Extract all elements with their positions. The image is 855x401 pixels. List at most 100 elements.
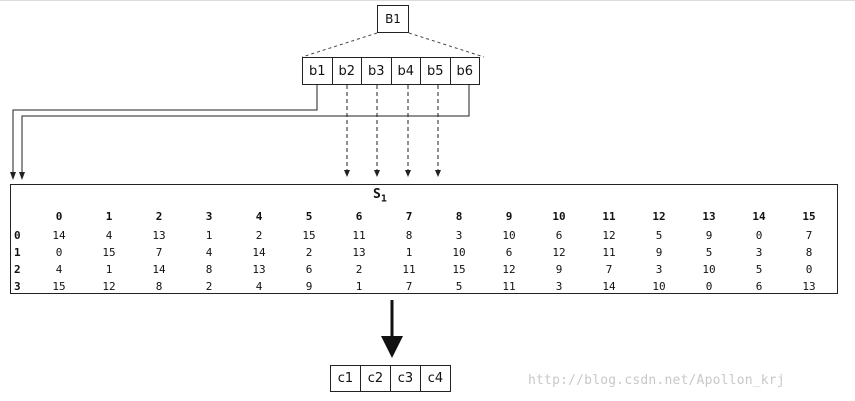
sbox-row-header: 2 — [14, 263, 21, 276]
sbox-cell: 11 — [402, 263, 416, 276]
sbox-cell: 5 — [655, 229, 663, 242]
sbox-title: S1 — [373, 187, 387, 205]
b5-arrowhead — [435, 170, 441, 177]
sbox-cell: 15 — [102, 246, 116, 259]
sbox-cell: 11 — [352, 229, 366, 242]
sbox-cell: 0 — [805, 263, 813, 276]
sbox-cell: 10 — [502, 229, 516, 242]
bit-cell: b4 — [390, 57, 421, 85]
sbox-cell: 13 — [252, 263, 266, 276]
sbox-title-subscript: 1 — [380, 193, 387, 205]
sbox-cell: 5 — [755, 263, 763, 276]
sbox-column-header: 0 — [55, 209, 63, 223]
sbox-column-header: 8 — [455, 209, 463, 223]
sbox-cell: 3 — [655, 263, 663, 276]
sbox-table-frame: S1 0 1 2 3 4 5 6 7 8 9 10 11 12 13 14 15 — [10, 184, 838, 294]
sbox-cell: 8 — [405, 229, 413, 242]
sbox-cell: 4 — [55, 263, 63, 276]
sbox-cell: 4 — [255, 280, 263, 293]
input-block-label: B1 — [385, 12, 401, 26]
sbox-cell: 9 — [555, 263, 563, 276]
bit-cell: b5 — [420, 57, 451, 85]
sbox-cell: 5 — [705, 246, 713, 259]
sbox-cell: 11 — [602, 246, 616, 259]
sbox-cell: 2 — [255, 229, 263, 242]
output-cell: c3 — [390, 365, 421, 392]
sbox-column-header: 10 — [552, 209, 566, 223]
sbox-row-header: 3 — [14, 280, 21, 293]
sbox-row-header: 0 — [14, 229, 21, 242]
sbox-title-letter: S — [373, 187, 381, 202]
output-cell: c4 — [420, 365, 451, 392]
b1-route-line — [12, 85, 318, 175]
sbox-cell: 2 — [355, 263, 363, 276]
sbox-column-header: 4 — [255, 209, 263, 223]
sbox-column-header: 12 — [652, 209, 666, 223]
sbox-cell: 12 — [102, 280, 116, 293]
b6-route-line — [21, 85, 470, 175]
bit-row: b1 b2 b3 b4 b5 b6 — [302, 57, 480, 85]
sbox-cell: 7 — [405, 280, 413, 293]
sbox-corner-cell — [11, 205, 34, 227]
sbox-column-header: 2 — [155, 209, 163, 223]
sbox-cell: 5 — [455, 280, 463, 293]
sbox-cell: 13 — [802, 280, 816, 293]
sbox-cell: 9 — [305, 280, 313, 293]
b3-arrowhead — [374, 170, 380, 177]
sbox-cell: 3 — [455, 229, 463, 242]
sbox-cell: 10 — [652, 280, 666, 293]
sbox-cell: 1 — [205, 229, 213, 242]
sbox-cell: 7 — [805, 229, 813, 242]
sbox-cell: 2 — [305, 246, 313, 259]
sbox-cell: 13 — [152, 229, 166, 242]
bit-cell: b1 — [302, 57, 333, 85]
sbox-cell: 8 — [205, 263, 213, 276]
sbox-cell: 8 — [805, 246, 813, 259]
sbox-cell: 0 — [55, 246, 63, 259]
sbox-cell: 15 — [452, 263, 466, 276]
sbox-cell: 3 — [555, 280, 563, 293]
sbox-cell: 15 — [52, 280, 66, 293]
sbox-cell: 4 — [105, 229, 113, 242]
b2-arrowhead — [344, 170, 350, 177]
sbox-cell: 0 — [705, 280, 713, 293]
output-arrowhead — [381, 336, 403, 358]
sbox-column-header: 6 — [355, 209, 363, 223]
sbox-cell: 14 — [252, 246, 266, 259]
sbox-cell: 6 — [555, 229, 563, 242]
sbox-cell: 1 — [405, 246, 413, 259]
sbox-cell: 0 — [755, 229, 763, 242]
watermark: http://blog.csdn.net/Apollon_krj — [528, 373, 785, 388]
sbox-cell: 10 — [702, 263, 716, 276]
sbox-cell: 12 — [502, 263, 516, 276]
sbox-column-header: 5 — [305, 209, 313, 223]
top-rule — [0, 0, 855, 1]
bit-cell: b2 — [331, 57, 362, 85]
sbox-column-header: 14 — [752, 209, 766, 223]
sbox-cell: 6 — [305, 263, 313, 276]
sbox-row-header: 1 — [14, 246, 21, 259]
fanout-line-left — [301, 32, 378, 58]
sbox-cell: 4 — [205, 246, 213, 259]
output-cell: c2 — [360, 365, 391, 392]
sbox-cell: 10 — [452, 246, 466, 259]
sbox-cell: 6 — [755, 280, 763, 293]
bit-cell: b6 — [449, 57, 480, 85]
bit-cell: b3 — [361, 57, 392, 85]
b1-arrowhead — [10, 172, 16, 180]
input-block-b1: B1 — [377, 5, 409, 33]
sbox-column-header: 1 — [105, 209, 113, 223]
sbox-cell: 12 — [602, 229, 616, 242]
b4-arrowhead — [405, 170, 411, 177]
sbox-column-header: 7 — [405, 209, 413, 223]
sbox-cell: 1 — [355, 280, 363, 293]
sbox-header-row: 0 1 2 3 4 5 6 7 8 9 10 11 12 13 14 15 — [11, 205, 834, 227]
sbox-cell: 2 — [205, 280, 213, 293]
sbox-cell: 3 — [755, 246, 763, 259]
